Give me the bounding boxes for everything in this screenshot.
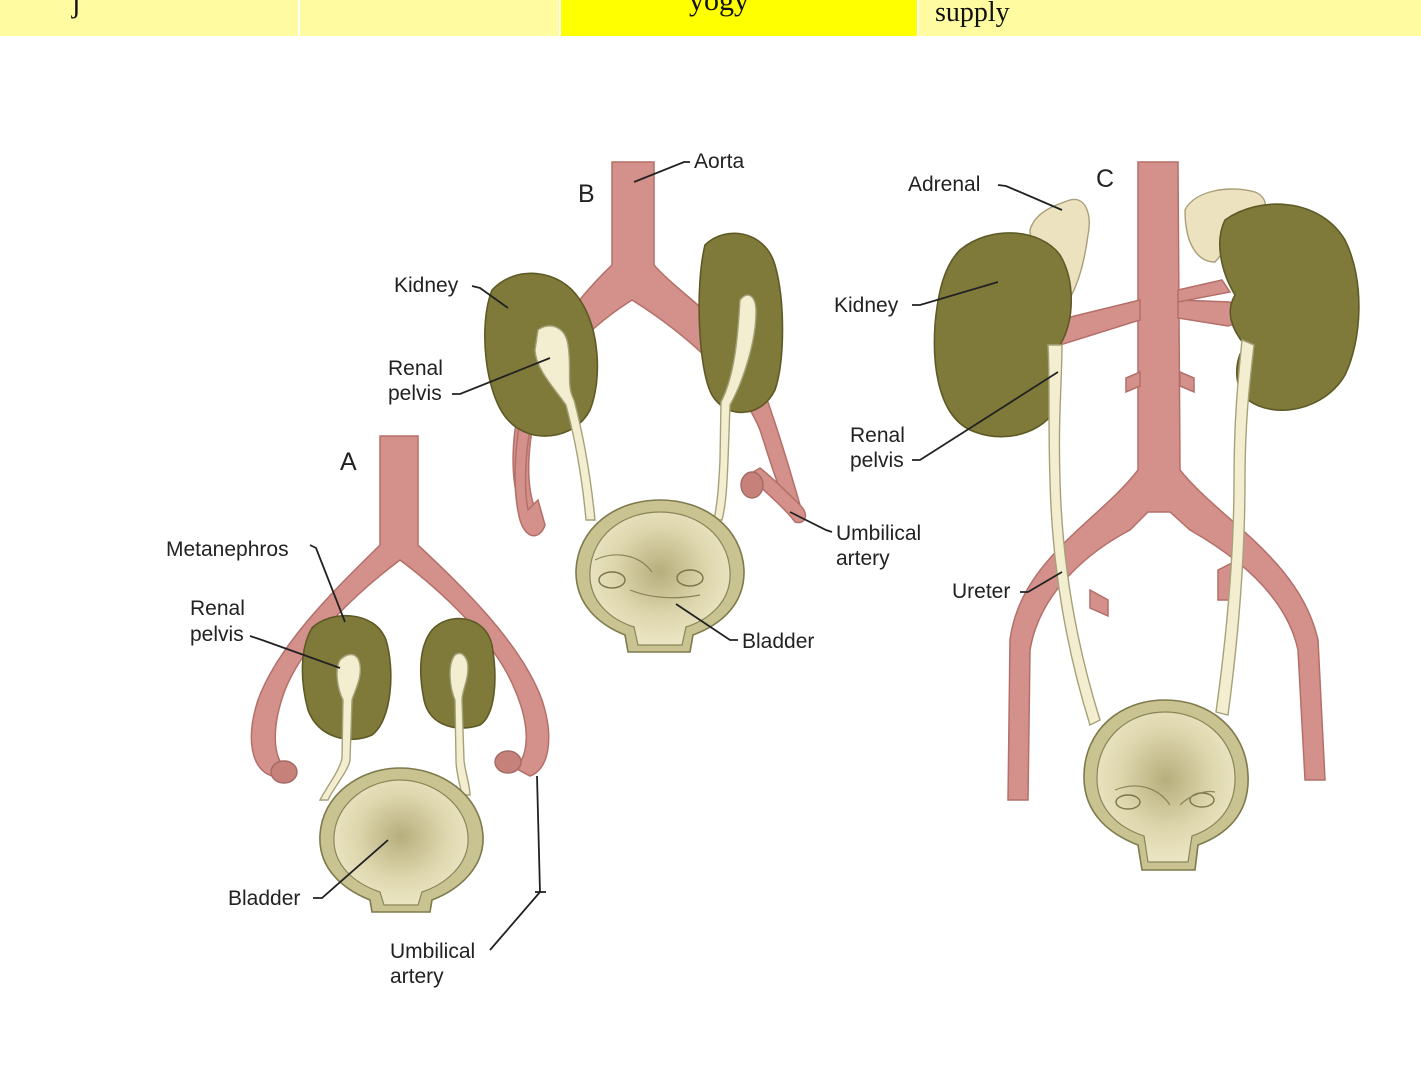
panel-c-ureter-label: Ureter — [952, 580, 1010, 603]
panel-b-right-ureter — [713, 294, 757, 521]
panel-a-left-ureter — [318, 653, 362, 801]
panel-c-letter: C — [1096, 165, 1114, 193]
table-cell-3: yogy — [561, 0, 917, 36]
panel-c-right-ureter — [1215, 338, 1255, 716]
table-cell-4-text: supply — [935, 0, 1010, 28]
panel-b-aorta-label: Aorta — [694, 150, 745, 173]
panel-b-bladder-label: Bladder — [742, 630, 814, 653]
panel-a-letter: A — [340, 448, 357, 476]
panel-a-right-ureter — [449, 652, 471, 796]
panel-b-left-ureter — [534, 325, 596, 521]
panel-c-right-kidney — [1219, 203, 1360, 411]
panel-c-arteries — [1007, 161, 1326, 801]
panel-a-arteries — [250, 435, 550, 784]
panel-c-kidney-label: Kidney — [834, 294, 899, 317]
table-header-row: j yogy supply — [0, 0, 1421, 36]
table-cell-1: j — [0, 0, 298, 36]
panel-c-left-ureter — [1047, 344, 1101, 726]
table-cell-2 — [300, 0, 559, 36]
panel-a-bladder-label: Bladder — [228, 887, 300, 910]
table-cell-3-text: yogy — [689, 0, 749, 17]
panel-c-adrenal-label: Adrenal — [908, 173, 980, 196]
table-cell-4: supply — [919, 0, 1421, 36]
panel-a-metanephros-label: Metanephros — [166, 538, 289, 561]
table-cell-1-text: j — [72, 0, 81, 19]
panel-b-kidney-label: Kidney — [394, 274, 459, 297]
panel-b-letter: B — [578, 180, 595, 208]
